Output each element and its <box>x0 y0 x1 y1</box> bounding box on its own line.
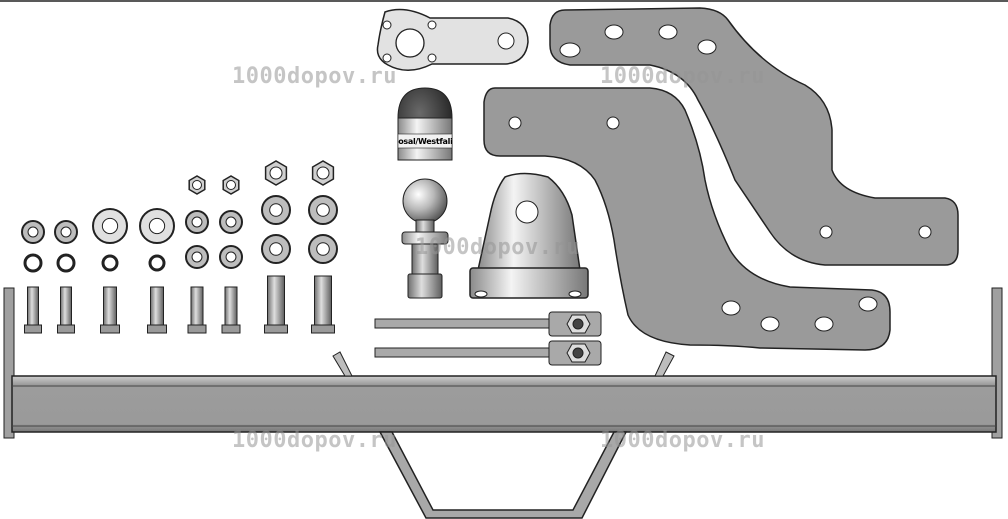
side-bracket-rear <box>549 7 959 266</box>
washer-hole <box>148 217 166 235</box>
nut-hole <box>192 180 202 190</box>
bolt-shank <box>314 275 332 326</box>
ball-cap-brand-label: Bosal/Westfalia <box>398 136 452 146</box>
nut-hole <box>269 166 283 180</box>
spring-washer <box>148 254 166 272</box>
bracket-hole <box>819 225 833 239</box>
washer-hole <box>225 251 237 263</box>
washer-hole <box>101 217 119 235</box>
bracket-hole <box>697 39 717 55</box>
fastener-set <box>21 160 338 334</box>
ball-cap <box>397 87 453 161</box>
bracket-hole <box>858 296 878 312</box>
spring-washer <box>23 253 43 273</box>
lower-brace <box>378 431 628 519</box>
spring-washer <box>56 253 76 273</box>
bolt-head <box>221 324 241 334</box>
tow-ball <box>401 178 449 299</box>
bracket-hole <box>658 24 678 40</box>
washer-hole <box>191 251 203 263</box>
watermark: 1000dopov.ru <box>600 64 765 89</box>
ball-mount-bracket <box>469 172 589 299</box>
bolt-shank <box>267 275 285 326</box>
watermark: 1000dopov.ru <box>415 235 580 260</box>
watermark: 1000dopov.ru <box>232 64 397 89</box>
bolt-shank <box>150 286 164 326</box>
bolt-shank <box>103 286 117 326</box>
bracket-hole <box>606 116 620 130</box>
side-bracket-front <box>483 87 891 351</box>
threaded-rod-lower <box>374 340 602 366</box>
bolt-head <box>187 324 207 334</box>
washer-hole <box>269 203 283 217</box>
washer-hole <box>269 242 283 256</box>
threaded-rod-upper <box>374 311 602 337</box>
bolt-head <box>311 324 335 334</box>
bracket-hole <box>604 24 624 40</box>
washer-hole <box>316 203 330 217</box>
bracket-hole <box>918 225 932 239</box>
washer-hole <box>225 216 237 228</box>
washer-hole <box>316 242 330 256</box>
nut-hole <box>226 180 236 190</box>
bolt-head <box>147 324 167 334</box>
bracket-hole <box>760 316 780 332</box>
bracket-hole <box>508 116 522 130</box>
crossbar <box>3 287 1003 439</box>
spring-washer <box>101 254 119 272</box>
bolt-shank <box>27 286 39 326</box>
bracket-hole <box>559 42 581 58</box>
bolt-head <box>100 324 120 334</box>
bolt-head <box>264 324 288 334</box>
washer-hole <box>60 226 72 238</box>
bolt-shank <box>224 286 238 326</box>
bracket-hole <box>814 316 834 332</box>
watermark: 1000dopov.ru <box>232 428 397 453</box>
bolt-shank <box>190 286 204 326</box>
bolt-head <box>24 324 42 334</box>
washer-hole <box>191 216 203 228</box>
nut-hole <box>316 166 330 180</box>
bolt-head <box>57 324 75 334</box>
washer-hole <box>27 226 39 238</box>
bracket-hole <box>721 300 741 316</box>
watermark: 1000dopov.ru <box>600 428 765 453</box>
bolt-shank <box>60 286 72 326</box>
